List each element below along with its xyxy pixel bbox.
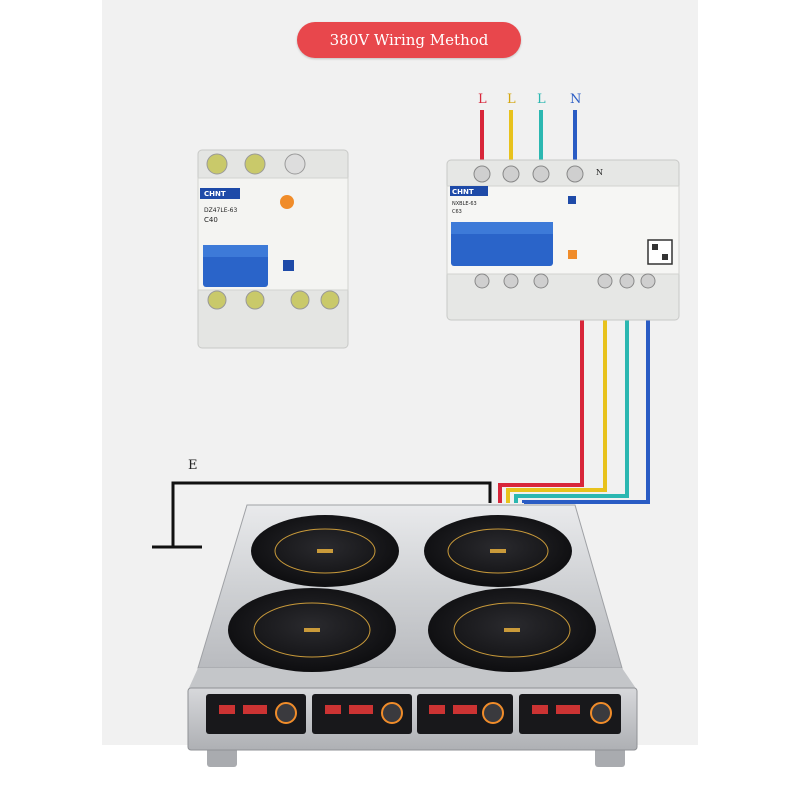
- left-breaker-brand: CHNT: [204, 190, 226, 198]
- right-breaker: CHNT NXBLE-63 C63 N: [446, 159, 680, 321]
- load-wires: [498, 290, 650, 504]
- wire-label-l2: L: [507, 92, 516, 107]
- diagram-title: 380V Wiring Method: [297, 22, 521, 58]
- control-panel-4: [519, 694, 621, 734]
- wire-label-l3: L: [537, 92, 546, 107]
- left-breaker-model: DZ47LE-63: [204, 207, 237, 214]
- control-panel-3: [417, 694, 513, 734]
- burner-front-right: [428, 588, 596, 672]
- earth-wire: [152, 481, 492, 549]
- right-breaker-brand: CHNT: [452, 188, 474, 196]
- burner-back-left: [251, 515, 399, 587]
- right-breaker-model: NXBLE-63: [452, 201, 477, 207]
- right-breaker-n-label: N: [596, 168, 603, 177]
- wire-label-earth: E: [188, 458, 198, 473]
- control-panel-1: [206, 694, 306, 734]
- left-breaker: DZ47LE-63 C40 CHNT: [197, 149, 349, 349]
- wire-label-n: N: [570, 92, 582, 107]
- wire-label-l1: L: [478, 92, 487, 107]
- induction-cooktop: [187, 504, 638, 767]
- burner-back-right: [424, 515, 572, 587]
- right-breaker-rating: C63: [452, 209, 462, 215]
- burner-front-left: [228, 588, 396, 672]
- left-breaker-rating: C40: [204, 216, 218, 224]
- control-panel-2: [312, 694, 412, 734]
